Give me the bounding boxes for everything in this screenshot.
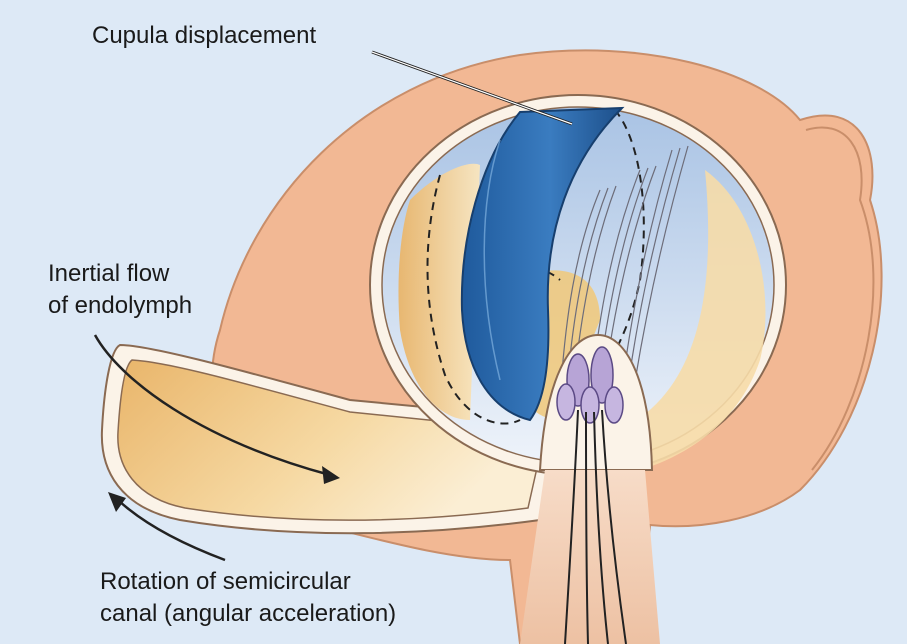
rotation-label: Rotation of semicircular canal (angular … — [100, 566, 396, 630]
inertial-flow-label-line1: Inertial flow — [48, 258, 192, 290]
inertial-flow-label: Inertial flow of endolymph — [48, 258, 192, 322]
rotation-label-line2: canal (angular acceleration) — [100, 598, 396, 630]
inertial-flow-label-line2: of endolymph — [48, 290, 192, 322]
rotation-label-line1: Rotation of semicircular — [100, 566, 396, 598]
cupula-displacement-label: Cupula displacement — [92, 20, 316, 52]
